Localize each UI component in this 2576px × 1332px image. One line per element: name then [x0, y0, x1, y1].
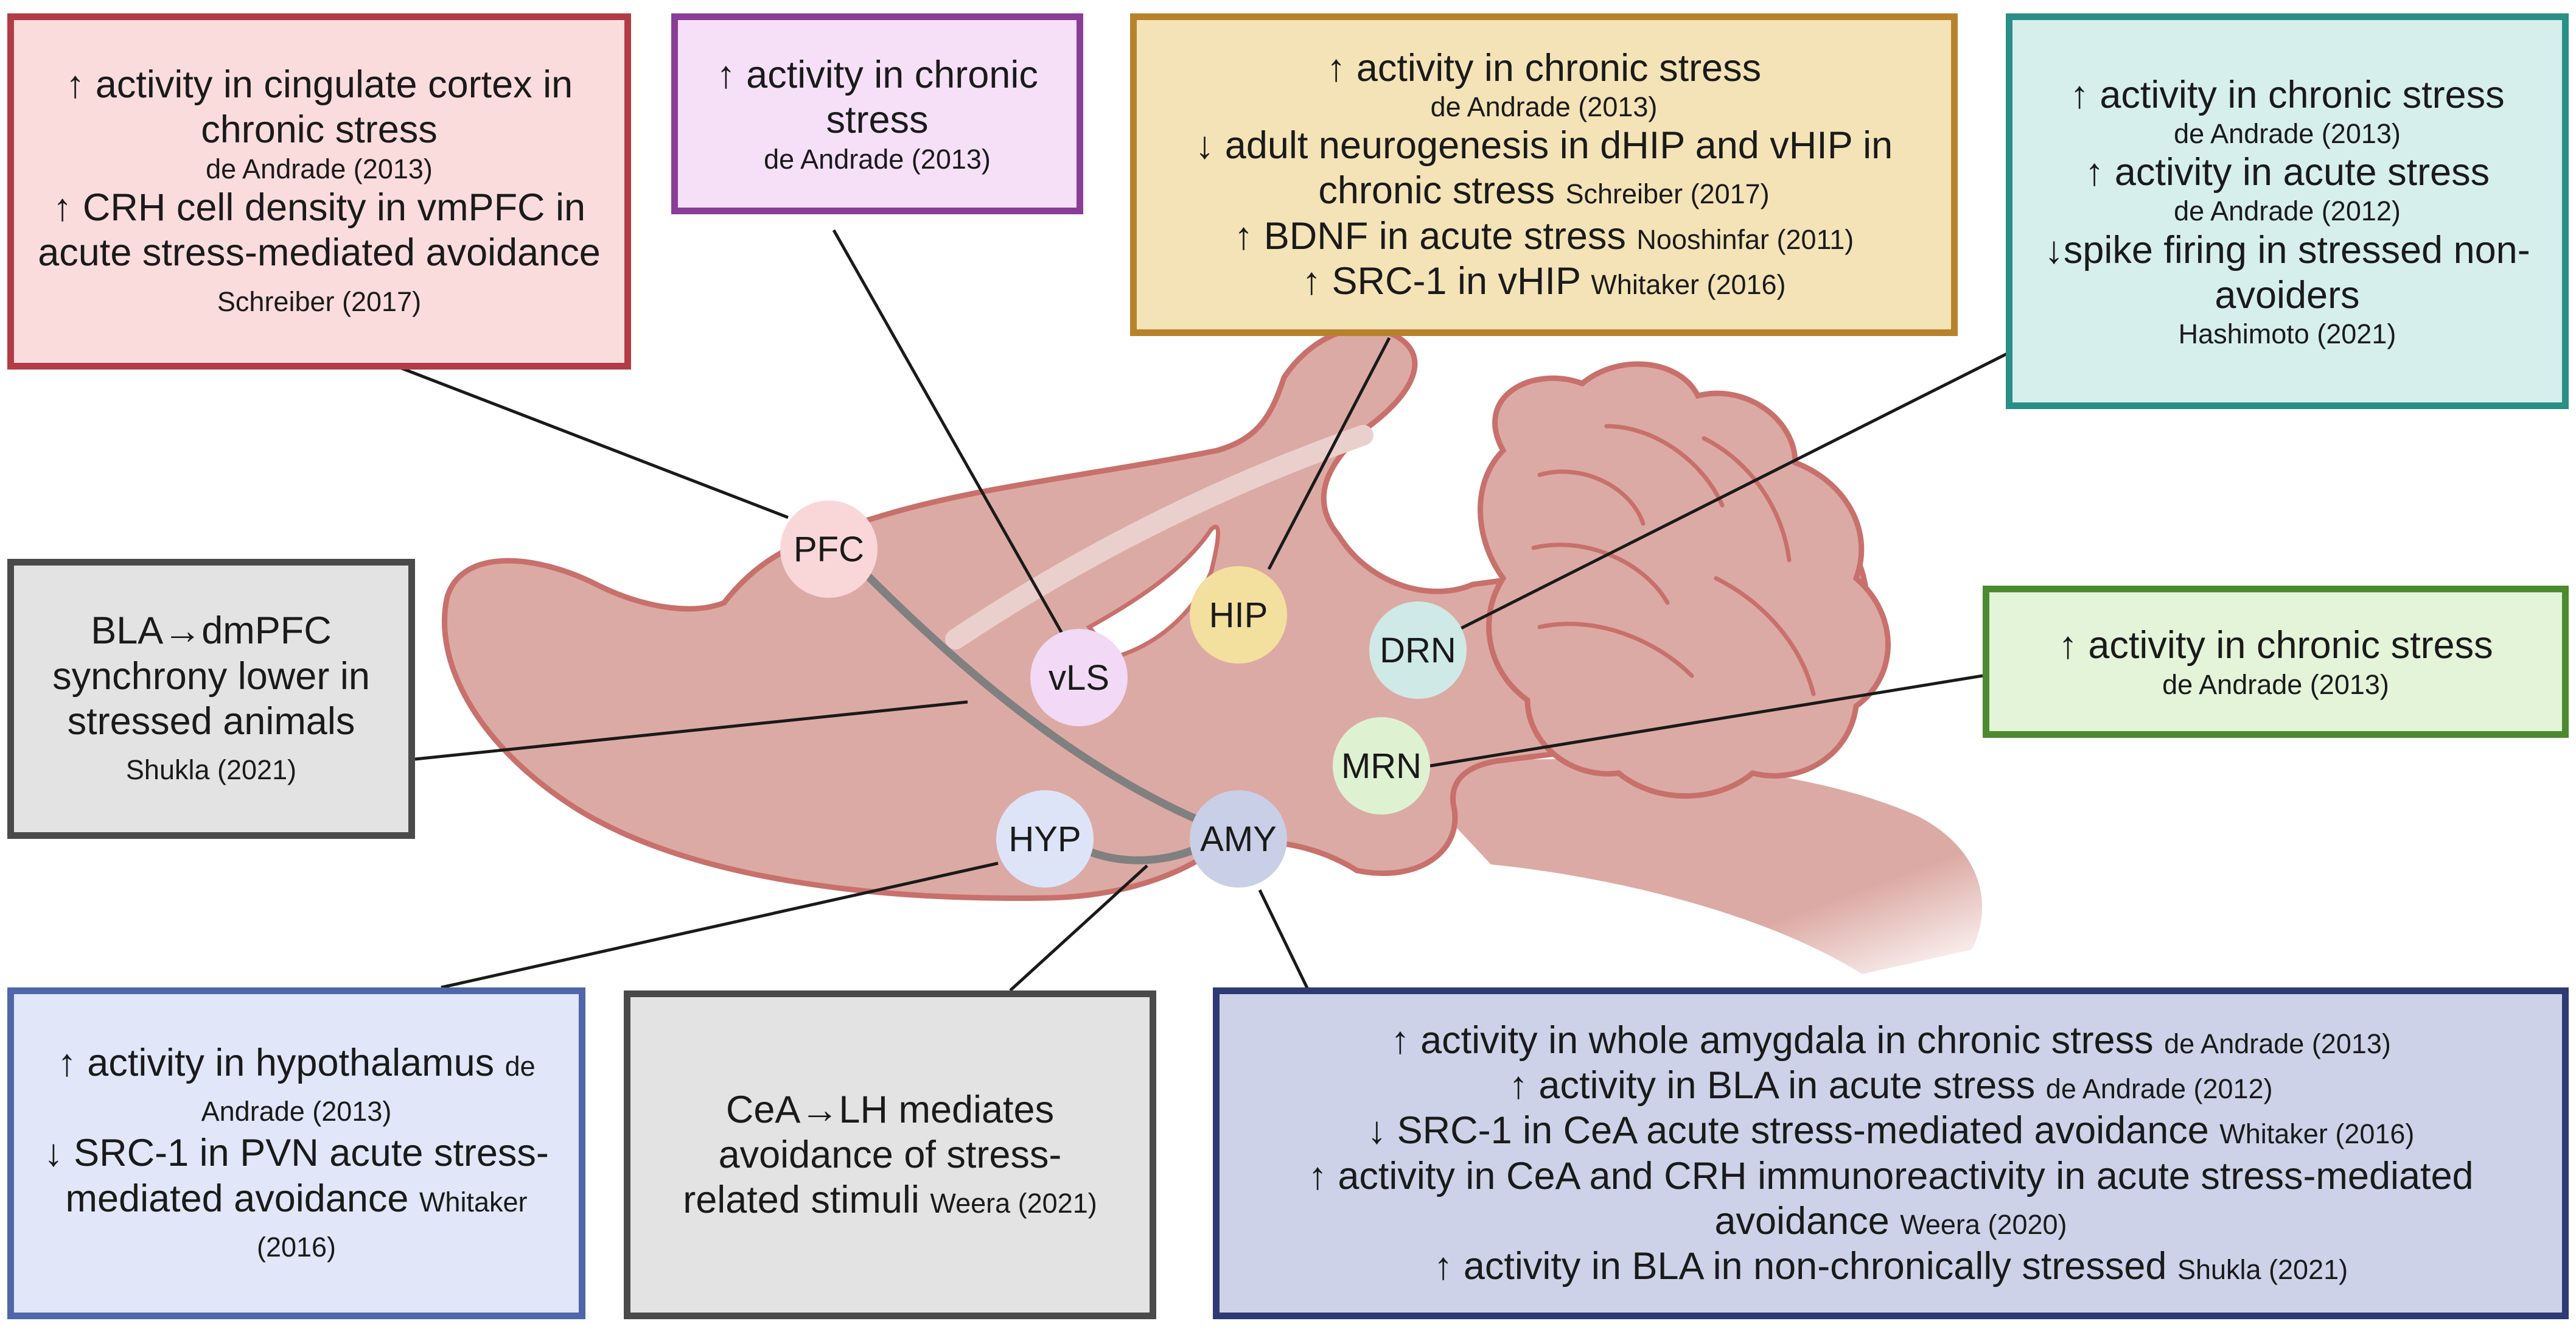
finding-text: ↑ BDNF in acute stress	[1234, 214, 1626, 258]
region-mrn-label: MRN	[1341, 746, 1422, 786]
leader-amy	[1258, 889, 1310, 992]
finding-text: ↑ activity in hypothalamus	[57, 1041, 495, 1084]
vls-findings-box: ↑ activity in chronic stress de Andrade …	[671, 13, 1083, 214]
finding-text: ↓ SRC-1 in PVN acute stress-mediated avo…	[44, 1132, 549, 1220]
leader-cea-lh	[1009, 864, 1148, 992]
citation: Whitaker (2016)	[256, 1186, 528, 1263]
leader-pfc	[401, 366, 789, 519]
finding-text: ↑ CRH cell density in vmPFC in acute str…	[38, 186, 601, 275]
citation: Weera (2020)	[1900, 1208, 2067, 1240]
leader-hyp	[441, 861, 999, 989]
finding-text: ↓spike firing in stressed non-avoiders	[2044, 228, 2530, 317]
citation: Schreiber (2017)	[1565, 178, 1770, 210]
cerebellum-shape	[1478, 361, 1891, 799]
finding-text: ↑ activity in BLA in non-chronically str…	[1433, 1245, 2167, 1288]
citation: Weera (2021)	[930, 1188, 1097, 1219]
finding-text: ↑ activity in chronic stress	[1326, 46, 1762, 89]
region-hyp-label: HYP	[1008, 819, 1081, 859]
fornix-highlight	[945, 425, 1374, 650]
citation: de Andrade (2012)	[2174, 195, 2401, 227]
citation: de Andrade (2013)	[206, 153, 433, 184]
citation: de Andrade (2013)	[201, 1050, 536, 1127]
region-mrn[interactable]: MRN	[1333, 717, 1430, 815]
leader-vls	[832, 229, 1064, 634]
citation: Whitaker (2016)	[1591, 269, 1786, 301]
region-drn-label: DRN	[1380, 630, 1456, 670]
amy-findings-box: ↑ activity in whole amygdala in chronic …	[1213, 987, 2569, 1319]
region-amy[interactable]: AMY	[1190, 790, 1287, 888]
hyp-findings-box: ↑ activity in hypothalamus de Andrade (2…	[7, 987, 585, 1319]
region-amy-label: AMY	[1200, 819, 1277, 859]
citation: Schreiber (2017)	[217, 286, 422, 317]
citation: Shukla (2021)	[125, 754, 297, 786]
pfc-amy-connector	[860, 568, 1200, 823]
drn-findings-box: ↑ activity in chronic stress de Andrade …	[2006, 13, 2569, 409]
leader-bla-dmpfc	[414, 700, 968, 761]
region-pfc-label: PFC	[794, 529, 864, 569]
mrn-findings-box: ↑ activity in chronic stress de Andrade …	[1983, 586, 2569, 738]
citation: Whitaker (2016)	[2219, 1118, 2415, 1150]
region-pfc[interactable]: PFC	[780, 500, 878, 598]
region-hip[interactable]: HIP	[1190, 566, 1287, 664]
citation: de Andrade (2013)	[2162, 668, 2389, 700]
citation: de Andrade (2013)	[2174, 118, 2401, 150]
region-hip-label: HIP	[1209, 595, 1268, 635]
leader-hip	[1267, 337, 1391, 570]
hip-findings-box: ↑ activity in chronic stress de Andrade …	[1130, 13, 1958, 336]
region-drn[interactable]: DRN	[1369, 601, 1467, 699]
citation: Shukla (2021)	[2177, 1254, 2348, 1286]
finding-text: ↑ activity in acute stress	[2084, 151, 2490, 194]
finding-text: ↑ activity in BLA in acute stress	[1509, 1064, 2036, 1107]
finding-text: BLA→dmPFC synchrony lower in stressed an…	[52, 609, 370, 743]
citation: de Andrade (2013)	[764, 143, 991, 175]
finding-text: ↑ activity in CeA and CRH immunoreactivi…	[1308, 1154, 2474, 1243]
finding-text: ↑ activity in chronic stress	[716, 54, 1038, 142]
region-vls[interactable]: vLS	[1030, 629, 1128, 726]
citation: Hashimoto (2021)	[2178, 318, 2396, 350]
pfc-findings-box: ↑ activity in cingulate cortex in chroni…	[7, 13, 631, 370]
citation: de Andrade (2013)	[1430, 91, 1658, 122]
brainstem-shape	[1400, 759, 1983, 974]
finding-text: CeA→LH mediates avoidance of stress-rela…	[683, 1088, 1062, 1222]
finding-text: ↑ activity in chronic stress	[2070, 73, 2505, 116]
finding-text: ↑ activity in whole amygdala in chronic …	[1391, 1018, 2154, 1062]
leader-drn	[1456, 351, 2009, 632]
finding-text: ↑ activity in chronic stress	[2058, 624, 2493, 667]
citation: de Andrade (2013)	[2164, 1028, 2391, 1059]
cea-lh-findings-box: CeA→LH mediates avoidance of stress-rela…	[624, 990, 1156, 1319]
leader-mrn	[1429, 674, 1983, 768]
region-hyp[interactable]: HYP	[996, 790, 1094, 888]
finding-text: ↓ SRC-1 in CeA acute stress-mediated avo…	[1367, 1109, 2209, 1152]
finding-text: ↓ adult neurogenesis in dHIP and vHIP in…	[1195, 124, 1893, 212]
bla-dmpfc-findings-box: BLA→dmPFC synchrony lower in stressed an…	[7, 559, 415, 839]
region-vls-label: vLS	[1049, 657, 1109, 698]
citation: Nooshinfar (2011)	[1636, 223, 1854, 255]
citation: de Andrade (2012)	[2045, 1073, 2273, 1104]
finding-text: ↑ SRC-1 in vHIP	[1302, 260, 1580, 303]
finding-text: ↑ activity in cingulate cortex in chroni…	[65, 63, 573, 152]
ventricle-cutout	[1086, 525, 1220, 661]
